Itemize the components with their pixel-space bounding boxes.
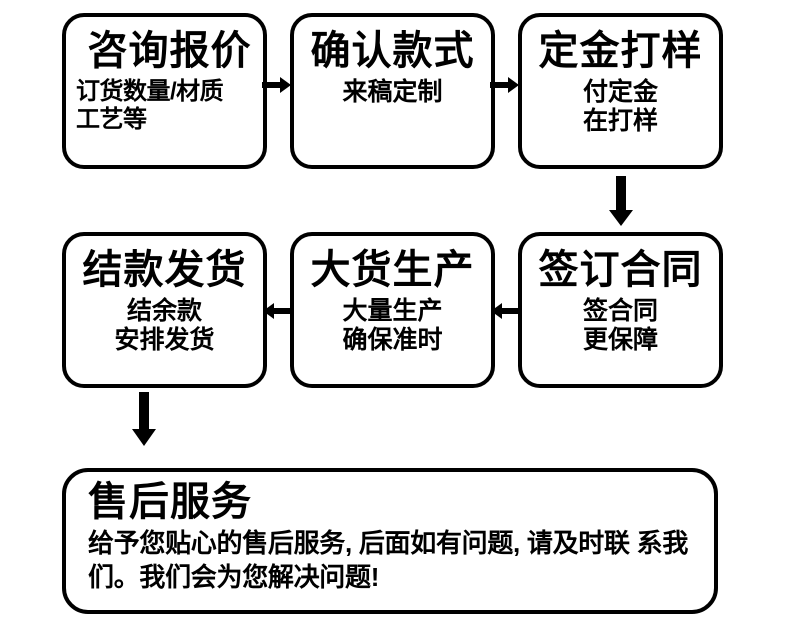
node-subtitle-line: 工艺等 — [76, 106, 147, 134]
process-node-confirm-style[interactable]: 确认款式 来稿定制 — [290, 13, 495, 169]
node-title: 定金打样 — [538, 29, 703, 73]
process-node-deposit-sample[interactable]: 定金打样 付定金 在打样 — [518, 13, 723, 169]
process-node-consultation[interactable]: 咨询报价 订货数量/材质 工艺等 — [62, 13, 267, 169]
node-title: 签订合同 — [538, 248, 703, 292]
arrow-right-icon — [262, 74, 292, 96]
node-subtitle-line: 订货数量/材质 — [76, 77, 224, 105]
node-title: 大货生产 — [310, 248, 475, 292]
process-node-sign-contract[interactable]: 签订合同 签合同 更保障 — [518, 232, 723, 388]
node-subtitle: 结余款 安排发货 — [114, 297, 214, 356]
node-title: 咨询报价 — [87, 29, 252, 73]
node-subtitle: 付定金 在打样 — [583, 78, 658, 137]
node-subtitle: 大量生产 确保准时 — [342, 297, 442, 356]
arrow-down-icon — [130, 392, 158, 448]
node-subtitle-line: 更保障 — [582, 326, 658, 355]
arrow-left-icon — [262, 300, 292, 322]
node-subtitle-line: 大量生产 — [342, 296, 443, 325]
process-node-bulk-production[interactable]: 大货生产 大量生产 确保准时 — [290, 232, 495, 388]
node-subtitle-line: 签合同 — [582, 296, 658, 325]
node-subtitle-line: 在打样 — [582, 107, 658, 136]
node-subtitle: 给予您贴心的售后服务, 后面如有问题, 请及时联 系我们。我们会为您解决问题! — [88, 527, 692, 595]
node-subtitle: 来稿定制 — [342, 78, 442, 108]
arrow-right-icon — [490, 74, 520, 96]
node-subtitle-line: 结余款 — [126, 296, 202, 325]
node-subtitle: 签合同 更保障 — [583, 297, 658, 356]
node-subtitle-line: 系我们。我们会为您解决问题! — [88, 527, 689, 592]
node-subtitle-line: 来稿定制 — [342, 77, 443, 106]
node-subtitle-line: 安排发货 — [114, 326, 215, 355]
node-subtitle-line: 付定金 — [582, 77, 658, 106]
process-node-after-sales[interactable]: 售后服务 给予您贴心的售后服务, 后面如有问题, 请及时联 系我们。我们会为您解… — [62, 468, 718, 614]
node-title: 结款发货 — [82, 248, 247, 292]
node-subtitle-line: 确保准时 — [342, 326, 443, 355]
node-title: 售后服务 — [88, 480, 252, 524]
arrow-left-icon — [490, 300, 520, 322]
node-subtitle: 订货数量/材质 工艺等 — [76, 77, 224, 135]
node-subtitle-line: 给予您贴心的售后服务, 后面如有问题, 请及时联 — [88, 527, 630, 558]
process-node-payment-shipping[interactable]: 结款发货 结余款 安排发货 — [62, 232, 267, 388]
node-title: 确认款式 — [310, 29, 475, 73]
arrow-down-icon — [607, 176, 635, 228]
